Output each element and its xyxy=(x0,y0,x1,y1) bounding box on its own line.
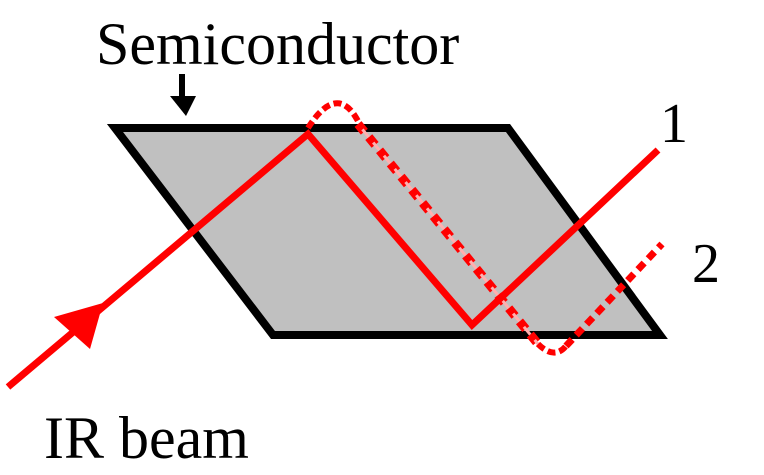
beam-path-1 xyxy=(5,129,661,390)
output-beam-2-label: 2 xyxy=(692,233,720,295)
semiconductor-label: Semiconductor xyxy=(96,11,460,77)
ir-beam-label: IR beam xyxy=(44,405,249,471)
semiconductor-pointer-arrow xyxy=(170,74,196,116)
ir-beam-arrowhead xyxy=(54,303,103,349)
output-beam-1-label: 1 xyxy=(660,93,688,155)
beam-path-2 xyxy=(305,100,665,356)
